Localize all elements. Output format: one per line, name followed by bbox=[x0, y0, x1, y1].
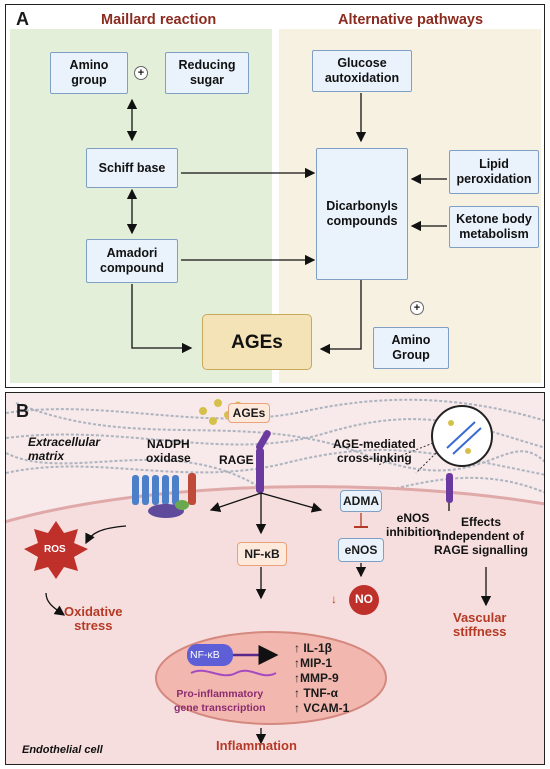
reducing-sugar-box: Reducing sugar bbox=[165, 52, 249, 94]
schiff-base-box: Schiff base bbox=[86, 148, 178, 188]
lipid-peroxidation-box: Lipid peroxidation bbox=[449, 150, 539, 194]
vascular-stiffness-label: Vascular stiffness bbox=[453, 610, 507, 639]
enos-pill: eNOS bbox=[338, 538, 384, 562]
gene-list: ↑ IL-1β ↑MIP-1 ↑MMP-9 ↑ TNF-α ↑ VCAM-1 bbox=[294, 641, 349, 716]
enos-inhibition-label: eNOS inhibition bbox=[386, 511, 440, 539]
adma-pill: ADMA bbox=[340, 490, 382, 512]
amino-group-2-box: Amino Group bbox=[373, 327, 449, 369]
nadph-label: NADPH oxidase bbox=[146, 437, 191, 465]
magnifier-circle bbox=[431, 405, 493, 467]
receptor-right bbox=[446, 473, 453, 503]
alternative-title: Alternative pathways bbox=[338, 12, 484, 28]
amadori-compound-box: Amadori compound bbox=[86, 239, 178, 283]
dicarbonyls-box: Dicarbonyls compounds bbox=[316, 148, 408, 280]
ros-label: ROS bbox=[44, 544, 66, 555]
rage-receptor bbox=[256, 430, 271, 493]
panel-a-arrows bbox=[126, 93, 447, 355]
cell-membrane bbox=[6, 485, 544, 764]
ketone-metabolism-box: Ketone body metabolism bbox=[449, 206, 539, 248]
oxidative-stress-label: Oxidative stress bbox=[64, 604, 123, 633]
amino-group-box: Amino group bbox=[50, 52, 128, 94]
panel-b-label: B bbox=[16, 401, 29, 421]
arrow-amadori-ages bbox=[131, 284, 193, 354]
panel-a: A Maillard reaction Alternative pathways… bbox=[5, 4, 545, 388]
effects-label: Effects independent of RAGE signalling bbox=[434, 515, 529, 557]
plus-icon-2: + bbox=[410, 301, 424, 315]
panel-b: B Extracellular matrix NADPH oxidase AGE… bbox=[5, 392, 545, 765]
rage-label: RAGE bbox=[219, 453, 254, 467]
ages-pill: AGEs bbox=[228, 403, 270, 423]
panel-b-graphics bbox=[6, 398, 544, 764]
extracellular-label: Extracellular matrix bbox=[28, 435, 101, 463]
gene-item: ↑MIP-1 bbox=[294, 656, 333, 670]
maillard-title: Maillard reaction bbox=[101, 12, 217, 28]
transcription-label: Pro-inflammatory gene transcription bbox=[174, 688, 266, 714]
no-label: ↓NO bbox=[331, 592, 373, 606]
gene-item: ↑ VCAM-1 bbox=[294, 701, 350, 715]
crosslinking-label: AGE-mediated cross-linking bbox=[333, 437, 416, 465]
inflammation-label: Inflammation bbox=[216, 738, 297, 753]
arrow-dicarbonyl-ages bbox=[319, 280, 362, 355]
glucose-autoxidation-box: Glucose autoxidation bbox=[312, 50, 412, 92]
no-circle bbox=[349, 585, 379, 615]
gene-item: ↑MMP-9 bbox=[294, 671, 339, 685]
panel-a-label: A bbox=[16, 9, 29, 29]
down-arrow-icon: ↓ bbox=[331, 592, 337, 606]
nfkb-inner-pill bbox=[187, 644, 233, 666]
ages-box: AGEs bbox=[202, 314, 312, 370]
nfkb-pill: NF-κB bbox=[237, 542, 287, 566]
nfkb-inner-label: NF-κB bbox=[190, 649, 220, 661]
gene-item: ↑ TNF-α bbox=[294, 686, 339, 700]
endothelial-label: Endothelial cell bbox=[22, 744, 103, 756]
gene-item: ↑ IL-1β bbox=[294, 641, 332, 655]
plus-icon: + bbox=[134, 66, 148, 80]
nadph-oxidase bbox=[132, 473, 196, 518]
ros-burst bbox=[24, 521, 88, 579]
